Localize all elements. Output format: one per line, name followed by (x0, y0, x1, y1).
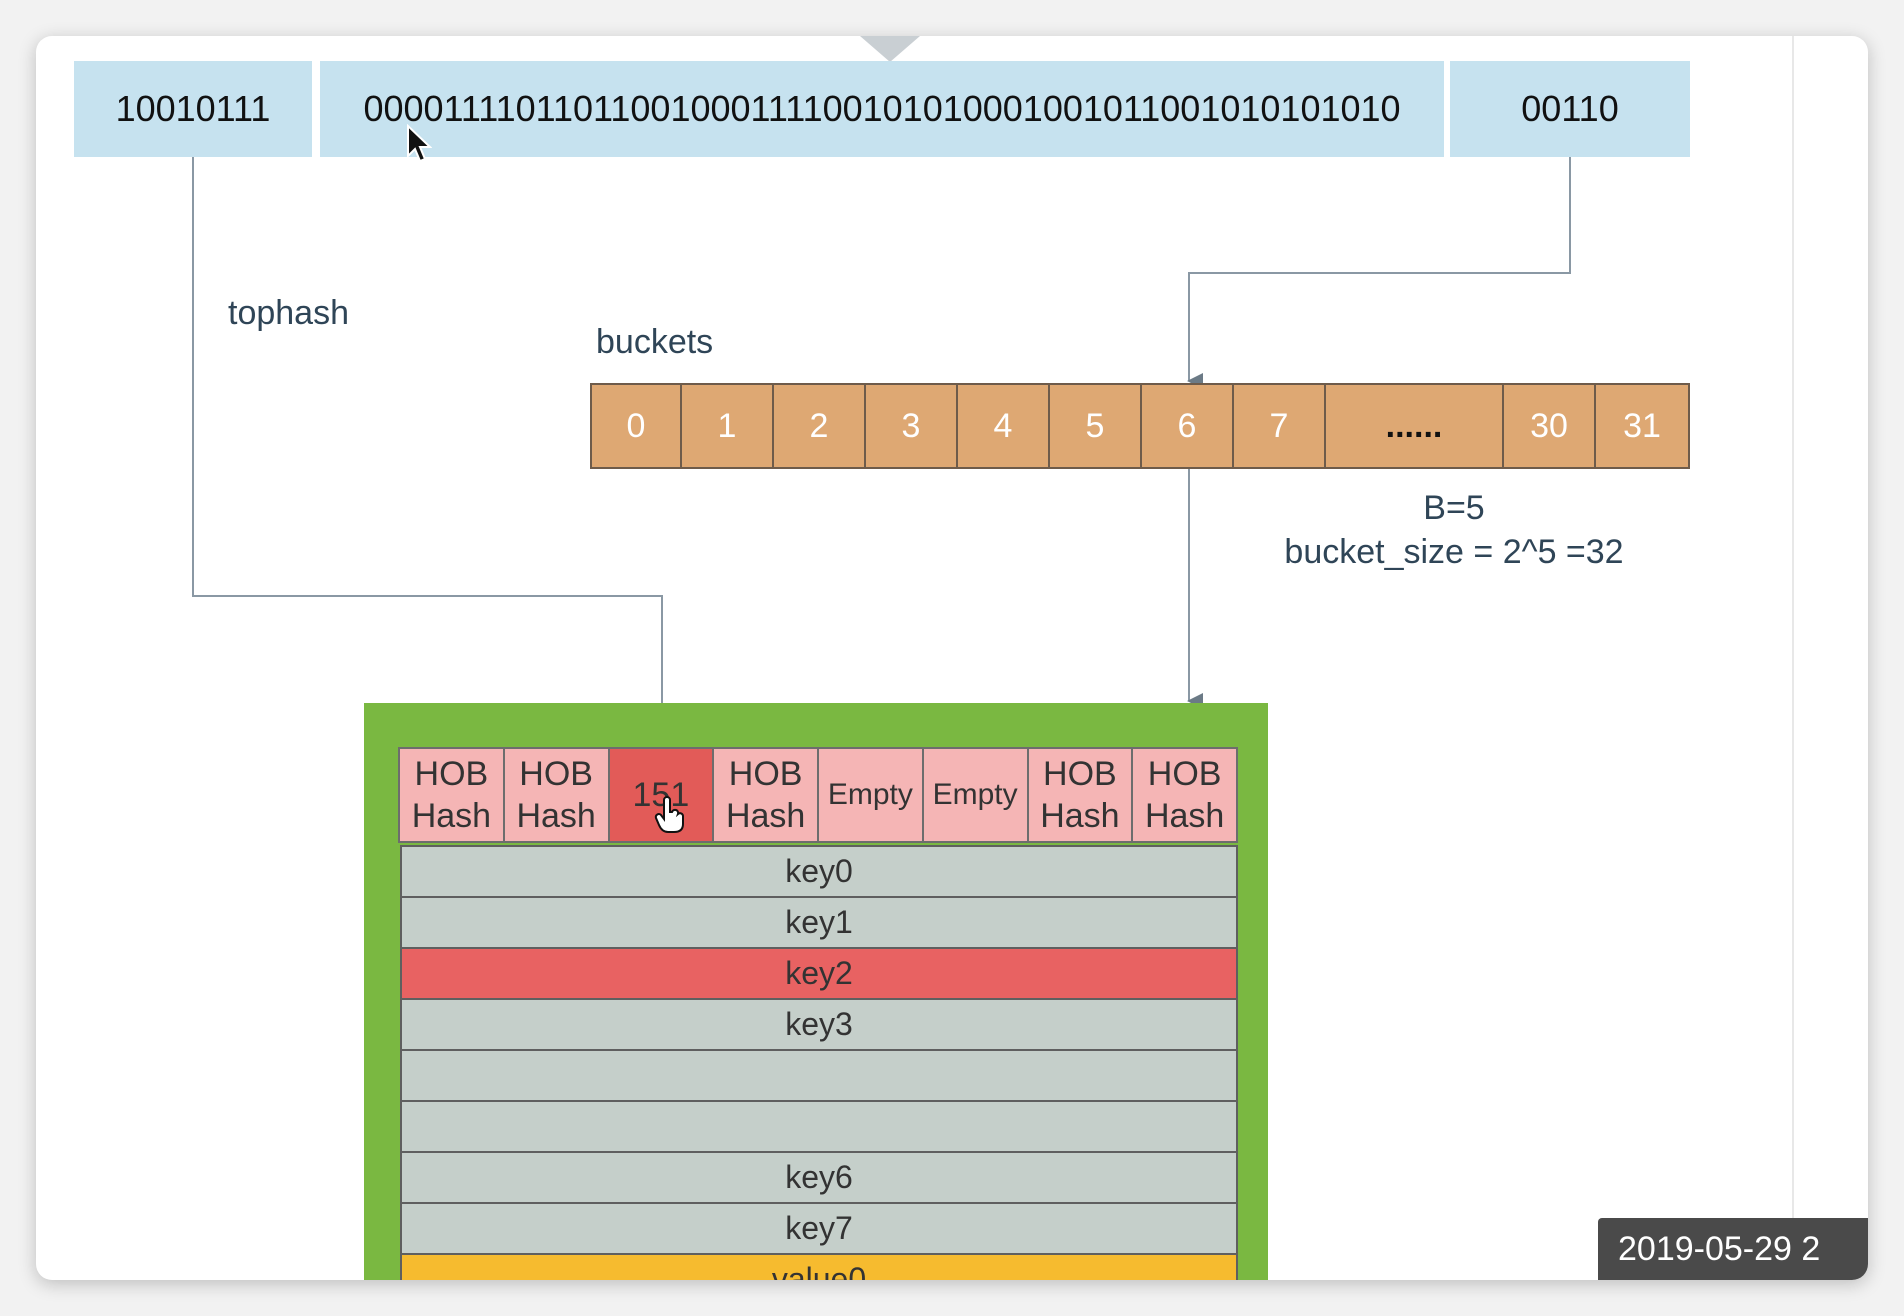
b-value-text: B=5 (1423, 489, 1485, 527)
key-row: key7 (400, 1204, 1238, 1255)
bucket-cell: 4 (956, 383, 1050, 469)
buckets-array: 0 1 2 3 4 5 6 7 ...... 30 31 (590, 383, 1690, 469)
hash-high-bits: 10010111 (74, 61, 312, 157)
bucket-cell: 1 (680, 383, 774, 469)
bucket-cell-ellipsis: ...... (1324, 383, 1504, 469)
bucket-cell: 3 (864, 383, 958, 469)
tophash-label: tophash (228, 294, 349, 332)
video-timestamp: 2019-05-29 2 (1598, 1218, 1868, 1280)
key-row: key0 (400, 845, 1238, 898)
key-row: key1 (400, 898, 1238, 949)
bucket-cell: 2 (772, 383, 866, 469)
slide-window: 10010111 0000111101101100100011110010101… (36, 36, 1868, 1280)
tophash-array: HOB Hash HOB Hash 151 HOB Hash Empty Emp… (398, 747, 1238, 843)
bucket-size-note: B=5 bucket_size = 2^5 =32 (1254, 486, 1654, 574)
mouse-pointer-icon (407, 124, 432, 163)
bucket-struct: HOB Hash HOB Hash 151 HOB Hash Empty Emp… (364, 703, 1268, 1280)
tophash-cell: HOB Hash (712, 747, 819, 843)
key-row-match: key2 (400, 949, 1238, 1000)
key-row: key3 (400, 1000, 1238, 1051)
tophash-cell-empty: Empty (817, 747, 924, 843)
bucket-cell: 30 (1502, 383, 1596, 469)
hash-middle-bits: 0000111101101100100011110010101000100101… (320, 61, 1444, 157)
bucket-index-connector (1187, 157, 1571, 389)
tophash-cell: HOB Hash (398, 747, 505, 843)
top-notch-marker (860, 36, 920, 62)
key-row-blank (400, 1051, 1238, 1102)
bucket-size-text: bucket_size = 2^5 =32 (1284, 533, 1624, 571)
buckets-label: buckets (596, 323, 714, 361)
bucket-cell: 5 (1048, 383, 1142, 469)
tophash-cell-match: 151 (607, 747, 715, 843)
key-row: key6 (400, 1153, 1238, 1204)
tophash-cell: HOB Hash (1131, 747, 1238, 843)
key-row-blank (400, 1102, 1238, 1153)
bucket-cell: 31 (1594, 383, 1690, 469)
slide-edge-divider (1792, 36, 1794, 1280)
tophash-cell: HOB Hash (1026, 747, 1134, 843)
value-row: value0 (400, 1255, 1238, 1280)
bucket-cell: 0 (590, 383, 682, 469)
tophash-cell-empty: Empty (921, 747, 1029, 843)
bucket-cell: 6 (1140, 383, 1234, 469)
hand-pointer-icon (654, 796, 684, 833)
keys-list: key0 key1 key2 key3 key6 key7 value0 (400, 845, 1238, 1280)
hash-low-bits: 00110 (1450, 61, 1690, 157)
bucket-cell: 7 (1232, 383, 1326, 469)
tophash-cell: HOB Hash (502, 747, 610, 843)
